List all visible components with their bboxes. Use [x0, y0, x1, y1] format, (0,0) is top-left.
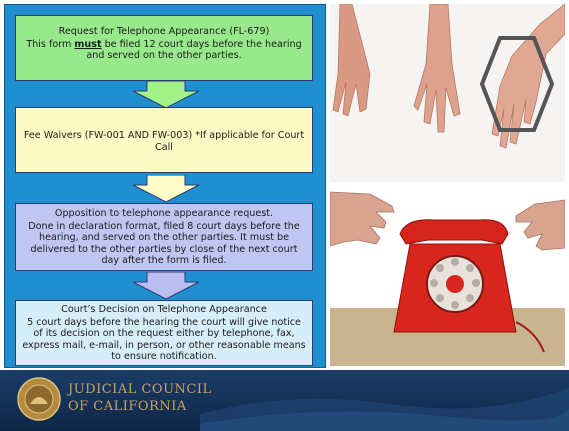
flowchart-panel: Request for Telephone Appearance (FL-679…: [4, 4, 326, 368]
hand-left-icon: [332, 4, 371, 117]
rotary-telephone-icon: [393, 219, 545, 353]
step3-body: Done in declaration format, filed 8 cour…: [28, 220, 300, 267]
step1-body-post: be filed 12 court days before the hearin…: [86, 38, 302, 62]
step1-body-emphasis: must: [74, 38, 102, 50]
down-arrow-2: [132, 175, 200, 203]
step-opposition: Opposition to telephone appearance reque…: [15, 203, 313, 271]
org-name-line1: JUDICIAL COUNCIL: [68, 382, 212, 397]
photo-area: [330, 4, 565, 366]
down-arrow-3: [132, 272, 200, 300]
hexagon-highlight-icon: [479, 36, 555, 132]
step1-title: Request for Telephone Appearance (FL-679…: [58, 26, 270, 37]
hand-right-icon: [491, 4, 565, 149]
step1-body-pre: This form: [26, 38, 75, 50]
step4-title: Court’s Decision on Telephone Appearance: [61, 304, 267, 315]
hand-reaching-left-icon: [330, 191, 395, 247]
hand-middle-icon: [413, 4, 461, 133]
step-court-decision: Court’s Decision on Telephone Appearance…: [15, 300, 313, 366]
hand-reaching-right-icon: [515, 199, 565, 251]
footer-wave-decoration: [200, 388, 569, 431]
step-request-telephone-appearance: Request for Telephone Appearance (FL-679…: [15, 15, 313, 81]
red-telephone-image: [330, 182, 565, 366]
step4-body: 5 court days before the hearing the cour…: [22, 316, 306, 363]
step2-title: Fee Waivers (FW-001 AND FW-003) *If appl…: [23, 130, 305, 153]
footer-bar: JUDICIAL COUNCIL OF CALIFORNIA: [0, 370, 569, 431]
org-name-line2: OF CALIFORNIA: [68, 399, 187, 414]
reaching-hands-image: [330, 4, 565, 182]
step1-body: This form must be filed 12 court days be…: [22, 39, 306, 62]
step-fee-waivers: Fee Waivers (FW-001 AND FW-003) *If appl…: [15, 107, 313, 173]
step3-title: Opposition to telephone appearance reque…: [54, 208, 274, 219]
judicial-council-seal-icon: [17, 377, 61, 421]
down-arrow-1: [132, 81, 200, 109]
